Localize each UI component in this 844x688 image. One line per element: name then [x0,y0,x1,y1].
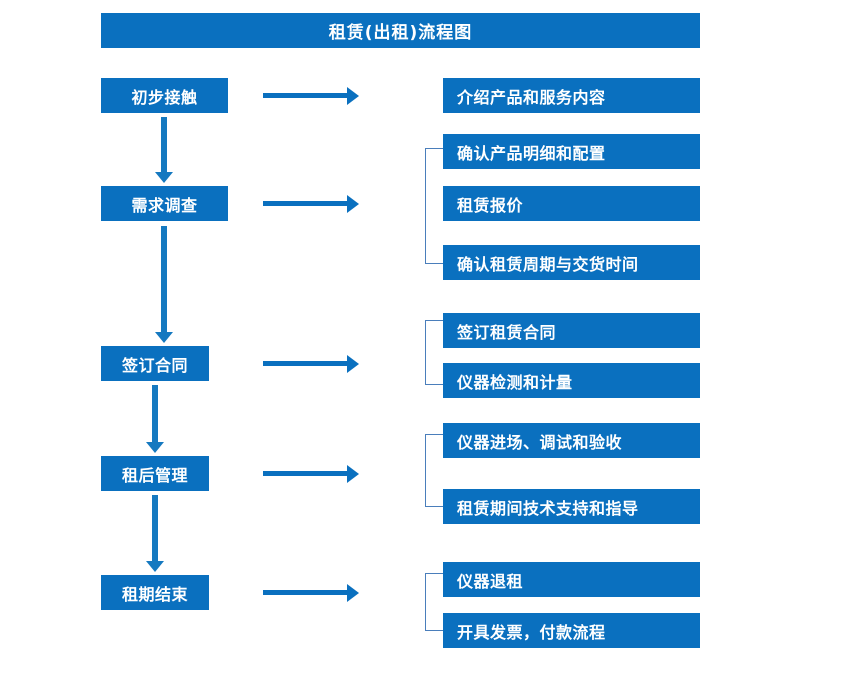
detail-node-queren-chanpin-mingxi[interactable]: 确认产品明细和配置 [443,134,700,169]
diagram-title: 租赁(出租)流程图 [101,13,700,48]
stage-node-zuhou-guanli[interactable]: 租后管理 [101,456,209,491]
detail-node-kaiju-fapiao[interactable]: 开具发票，付款流程 [443,613,700,648]
group-bracket-2 [425,148,443,264]
horizontal-arrow-3 [263,355,359,373]
detail-node-zulin-qijian-zhichi[interactable]: 租赁期间技术支持和指导 [443,489,700,524]
horizontal-arrow-2 [263,195,359,213]
horizontal-arrow-4 [263,465,359,483]
vertical-arrow-2 [155,226,173,343]
stage-node-qianding-hetong[interactable]: 签订合同 [101,346,209,381]
detail-node-queren-zulin-zhouqi[interactable]: 确认租赁周期与交货时间 [443,245,700,280]
group-bracket-4 [425,434,443,507]
group-bracket-5 [425,573,443,631]
detail-node-yiqi-jiance-jiliang[interactable]: 仪器检测和计量 [443,363,700,398]
detail-node-jieshao-chanpin[interactable]: 介绍产品和服务内容 [443,78,700,113]
detail-node-zulin-baojia[interactable]: 租赁报价 [443,186,700,221]
vertical-arrow-1 [155,117,173,183]
stage-node-zuqi-jieshu[interactable]: 租期结束 [101,575,209,610]
detail-node-yiqi-jinchang-tiaoshi[interactable]: 仪器进场、调试和验收 [443,423,700,458]
vertical-arrow-3 [146,385,164,453]
detail-node-qianding-zulin-hetong[interactable]: 签订租赁合同 [443,313,700,348]
stage-node-xuqiu-diaocha[interactable]: 需求调查 [101,186,228,221]
vertical-arrow-4 [146,495,164,572]
stage-node-chubu-jiechu[interactable]: 初步接触 [101,78,228,113]
group-bracket-3 [425,320,443,385]
detail-node-yiqi-tuizu[interactable]: 仪器退租 [443,562,700,597]
horizontal-arrow-5 [263,584,359,602]
horizontal-arrow-1 [263,87,359,105]
